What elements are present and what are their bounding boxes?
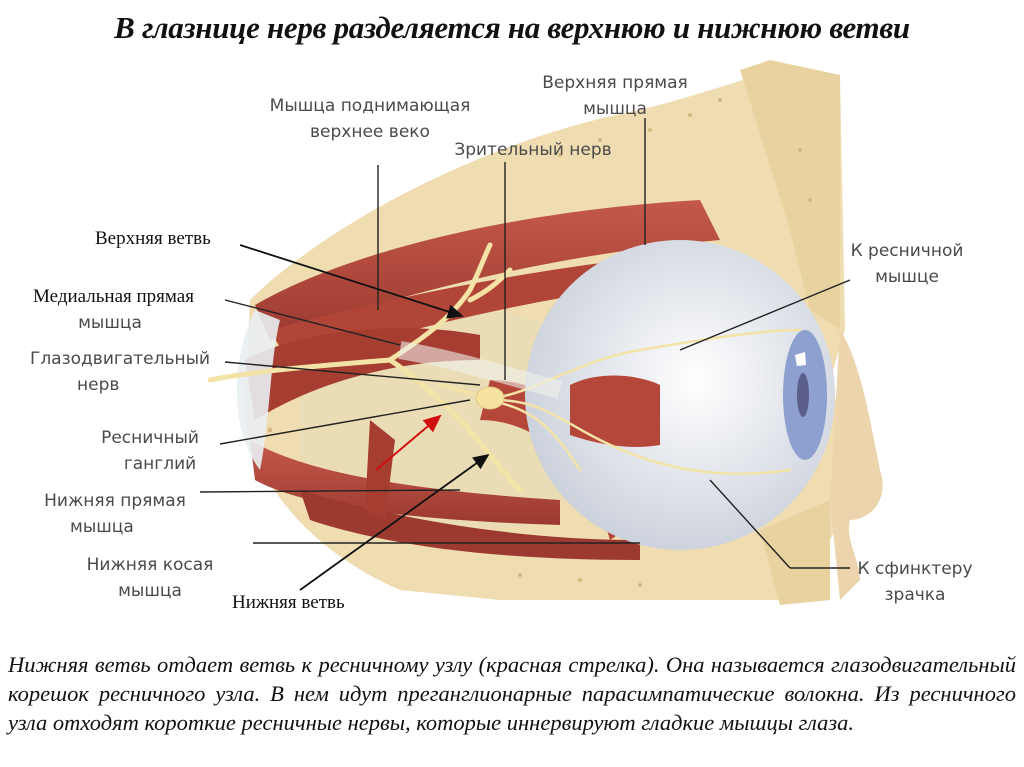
label-superior-branch: Верхняя ветвь xyxy=(95,228,211,249)
label-inferior-rectus-line1: Нижняя прямая xyxy=(44,491,186,511)
label-levator: Мышца поднимающая верхнее веко xyxy=(250,93,490,145)
label-ciliary-muscle-line2: мышце xyxy=(875,267,939,287)
label-levator-line2: верхнее веко xyxy=(310,122,430,142)
label-ciliary-ganglion: Ресничный ганглий xyxy=(85,425,215,477)
label-inferior-oblique-line2: мышца xyxy=(118,581,182,601)
label-levator-line1: Мышца поднимающая xyxy=(269,96,471,116)
caption-text: Нижняя ветвь отдает ветвь к ресничному у… xyxy=(8,652,1016,735)
label-oculomotor: Глазодвигательный нерв xyxy=(15,346,225,398)
label-ciliary-ganglion-line2: ганглий xyxy=(123,454,197,474)
label-inferior-oblique: Нижняя косая мышца xyxy=(75,552,225,604)
label-inferior-branch: Нижняя ветвь xyxy=(232,592,345,613)
label-oculomotor-line1: Глазодвигательный xyxy=(29,349,211,369)
inferior-rectus xyxy=(250,440,560,525)
label-optic-nerve: Зрительный нерв xyxy=(454,140,612,160)
leader-lines xyxy=(199,118,851,569)
orbit-anatomy-illustration xyxy=(199,60,883,605)
label-superior-rectus: Верхняя прямая мышца xyxy=(530,70,700,122)
label-inferior-rectus-line2: мышца xyxy=(70,517,134,537)
label-ciliary-muscle: К ресничной мышце xyxy=(842,238,972,290)
label-pupil-sphincter-line1: К сфинктеру xyxy=(857,559,973,579)
eyeball xyxy=(525,240,835,550)
red-arrow xyxy=(375,414,442,471)
label-superior-rectus-line1: Верхняя прямая xyxy=(542,73,688,93)
label-pupil-sphincter-line2: зрачка xyxy=(884,585,946,605)
pupil xyxy=(797,373,809,417)
label-superior-rectus-line2: мышца xyxy=(583,99,647,119)
label-oculomotor-line2: нерв xyxy=(77,375,120,395)
label-ciliary-ganglion-line1: Ресничный xyxy=(101,428,199,448)
inferior-branch-arrow xyxy=(299,453,490,591)
superior-branch-arrow xyxy=(239,244,464,319)
label-ciliary-muscle-line1: К ресничной xyxy=(850,241,964,261)
label-pupil-sphincter: К сфинктеру зрачка xyxy=(850,556,980,608)
slide-title: В глазнице нерв разделяется на верхнюю и… xyxy=(114,10,910,45)
label-inferior-rectus: Нижняя прямая мышца xyxy=(30,488,200,540)
ciliary-ganglion xyxy=(475,386,505,410)
label-medial-rectus-line2: мышца xyxy=(78,313,142,333)
label-inferior-oblique-line1: Нижняя косая xyxy=(86,555,214,575)
label-medial-rectus-line1: Медиальная прямая xyxy=(33,286,194,307)
